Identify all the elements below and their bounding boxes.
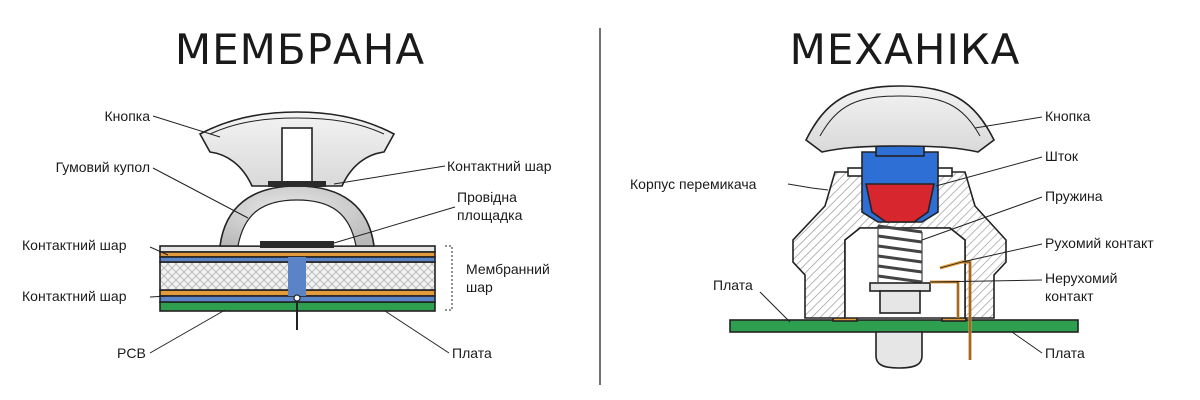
moving-contact-edge: [939, 261, 971, 360]
label-stem: Шток: [1045, 148, 1079, 164]
label-membrane-layer-2: шар: [466, 279, 493, 295]
bracket-membrane-layer: [445, 245, 453, 311]
membrane-keycap-stem: [281, 127, 313, 185]
leader-mechanical-board-right: [1011, 331, 1043, 354]
switch-bottom-post: [875, 331, 923, 369]
leader-membrane-button: [152, 115, 221, 138]
membrane-title: МЕМБРАНА: [175, 25, 425, 74]
membrane-switch-illustration: [159, 111, 436, 330]
label-pcb: PCB: [117, 345, 146, 361]
mechanical-pcb-board: [729, 319, 1079, 333]
leader-mechanical-board-left: [759, 291, 791, 323]
label-mechanical-board-left: Плата: [713, 277, 753, 293]
mechanical-title: МЕХАНІКА: [790, 25, 1021, 74]
label-mechanical-board-right: Плата: [1045, 345, 1085, 361]
label-fixed-contact-2: контакт: [1045, 288, 1094, 304]
leader-stem: [935, 156, 1043, 187]
label-membrane-layer-1: Мембранний: [466, 261, 550, 277]
label-spring: Пружина: [1045, 188, 1103, 204]
label-contact-layer-lower: Контактний шар: [22, 288, 127, 304]
label-membrane-board: Плата: [452, 345, 492, 361]
leader-pcb: [149, 309, 226, 354]
switch-spring-seat: [865, 183, 935, 223]
conductive-pad: [260, 241, 334, 248]
membrane-labels: Кнопка Гумовий купол Контактний шар Пров…: [22, 108, 552, 361]
mechanical-keycap-rim: [819, 95, 981, 137]
switch-spring: [877, 224, 923, 284]
switch-housing-cavity: [844, 227, 966, 319]
leader-contact-layer-top: [333, 165, 446, 185]
leader-contact-layer-upper: [149, 246, 169, 256]
membrane-keycap-rim: [209, 117, 385, 135]
leader-switch-housing: [787, 183, 829, 191]
membrane-keycap-base: [268, 181, 326, 187]
membrane-pin-head: [293, 294, 301, 302]
mechanical-keycap: [804, 85, 996, 153]
label-membrane-button: Кнопка: [105, 108, 151, 124]
leader-spring: [921, 196, 1043, 241]
switch-spring-post: [879, 290, 921, 314]
label-mechanical-button: Кнопка: [1045, 108, 1091, 124]
leader-conductive-pad: [333, 206, 456, 244]
rubber-dome-inner: [237, 199, 357, 247]
leader-contact-layer-lower: [149, 295, 169, 298]
leader-mechanical-button: [974, 116, 1043, 129]
label-switch-housing: Корпус перемикача: [630, 176, 757, 192]
label-fixed-contact-1: Нерухомий: [1045, 270, 1117, 286]
label-contact-layer-upper: Контактний шар: [22, 237, 127, 253]
mechanical-switch-illustration: [729, 85, 1079, 369]
leader-fixed-contact: [929, 279, 1043, 283]
membrane-contact-hole: [288, 257, 306, 296]
label-conductive-pad-1: Провідна: [457, 189, 517, 205]
label-contact-layer-top: Контактний шар: [447, 158, 552, 174]
label-moving-contact: Рухомий контакт: [1045, 235, 1154, 251]
leader-moving-contact: [961, 243, 1043, 263]
leader-membrane-board: [384, 310, 450, 354]
label-rubber-dome: Гумовий купол: [56, 159, 150, 175]
leader-rubber-dome: [152, 167, 249, 219]
switch-spring-base: [869, 282, 931, 292]
label-conductive-pad-2: площадка: [457, 207, 523, 223]
mechanical-labels: Кнопка Шток Корпус перемикача Пружина Ру…: [630, 108, 1154, 361]
